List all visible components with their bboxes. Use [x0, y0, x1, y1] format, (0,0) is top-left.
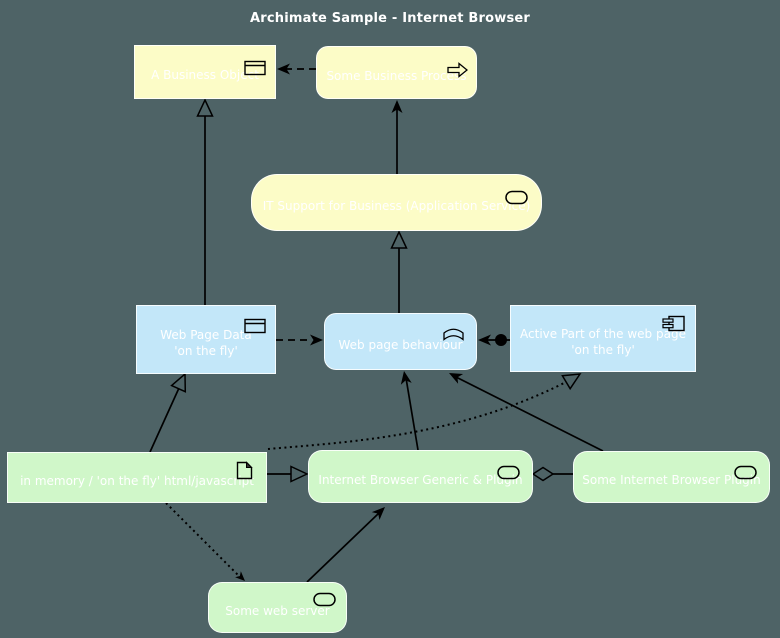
- node-in-memory-html-javascript[interactable]: in memory / 'on the fly' html/javascript: [7, 452, 267, 503]
- node-some-internet-browser-plugin[interactable]: Some Internet Browser Plugin: [573, 451, 770, 503]
- edge-memory-to-browser[interactable]: [267, 465, 309, 483]
- edge-service-to-process[interactable]: [391, 100, 403, 174]
- process-arrow-icon: [447, 62, 469, 83]
- node-label: Some web server: [225, 603, 330, 618]
- node-label-line2: 'on the fly': [571, 342, 635, 357]
- function-chevron-icon: [442, 325, 465, 346]
- edge-memory-to-server[interactable]: [165, 502, 248, 584]
- edge-data-realizes-object[interactable]: [196, 98, 214, 305]
- service-oval-icon: [734, 465, 757, 485]
- node-it-support-application-service[interactable]: IT Support for Business (Application Ser…: [251, 174, 542, 231]
- node-label: IT Support for Business (Application Ser…: [262, 198, 531, 213]
- node-some-web-server[interactable]: Some web server: [208, 582, 347, 633]
- edge-browser-aggregates-plugin[interactable]: [531, 466, 573, 482]
- edge-plugin-to-behaviour[interactable]: [447, 368, 604, 452]
- service-oval-icon: [497, 465, 520, 485]
- node-web-page-behaviour[interactable]: Web page behaviour: [324, 313, 477, 370]
- edge-behaviour-realizes-service[interactable]: [390, 230, 408, 313]
- edge-activepart-assigned-behaviour[interactable]: [478, 334, 510, 346]
- artifact-icon: [236, 461, 253, 485]
- business-object-icon: [244, 60, 266, 81]
- node-label: Some Internet Browser Plugin: [582, 473, 761, 488]
- edge-data-to-behaviour[interactable]: [276, 334, 323, 346]
- node-label-line1: Active Part of the web page: [520, 326, 686, 341]
- component-icon: [662, 315, 686, 337]
- node-active-part-of-web-page[interactable]: Active Part of the web page 'on the fly': [510, 305, 696, 372]
- service-oval-icon: [505, 190, 528, 210]
- node-label-line1: Web Page Data: [160, 327, 252, 342]
- service-oval-icon: [313, 592, 336, 612]
- node-label: Internet Browser Generic & Plugin: [318, 472, 523, 487]
- edge-memory-realizes-data[interactable]: [149, 371, 192, 453]
- edge-server-to-browser[interactable]: [306, 503, 389, 583]
- node-label: Web page behaviour: [338, 337, 463, 352]
- node-internet-browser-generic-plugin[interactable]: Internet Browser Generic & Plugin: [308, 450, 533, 503]
- business-object-icon: [244, 318, 266, 339]
- node-web-page-data[interactable]: Web Page Data 'on the fly': [136, 305, 276, 374]
- edge-memory-realizes-activepart[interactable]: [267, 368, 584, 450]
- node-label: Some Business Process: [326, 68, 467, 83]
- node-label: in memory / 'on the fly' html/javascript: [20, 473, 254, 488]
- edge-browser-to-behaviour[interactable]: [399, 370, 419, 451]
- node-some-business-process[interactable]: Some Business Process: [316, 46, 477, 99]
- node-label-line2: 'on the fly': [174, 343, 238, 358]
- node-label: A Business Object: [151, 68, 259, 83]
- diagram-title: Archimate Sample - Internet Browser: [249, 11, 531, 26]
- edge-process-to-object[interactable]: [277, 63, 316, 75]
- node-a-business-object[interactable]: A Business Object: [134, 45, 276, 99]
